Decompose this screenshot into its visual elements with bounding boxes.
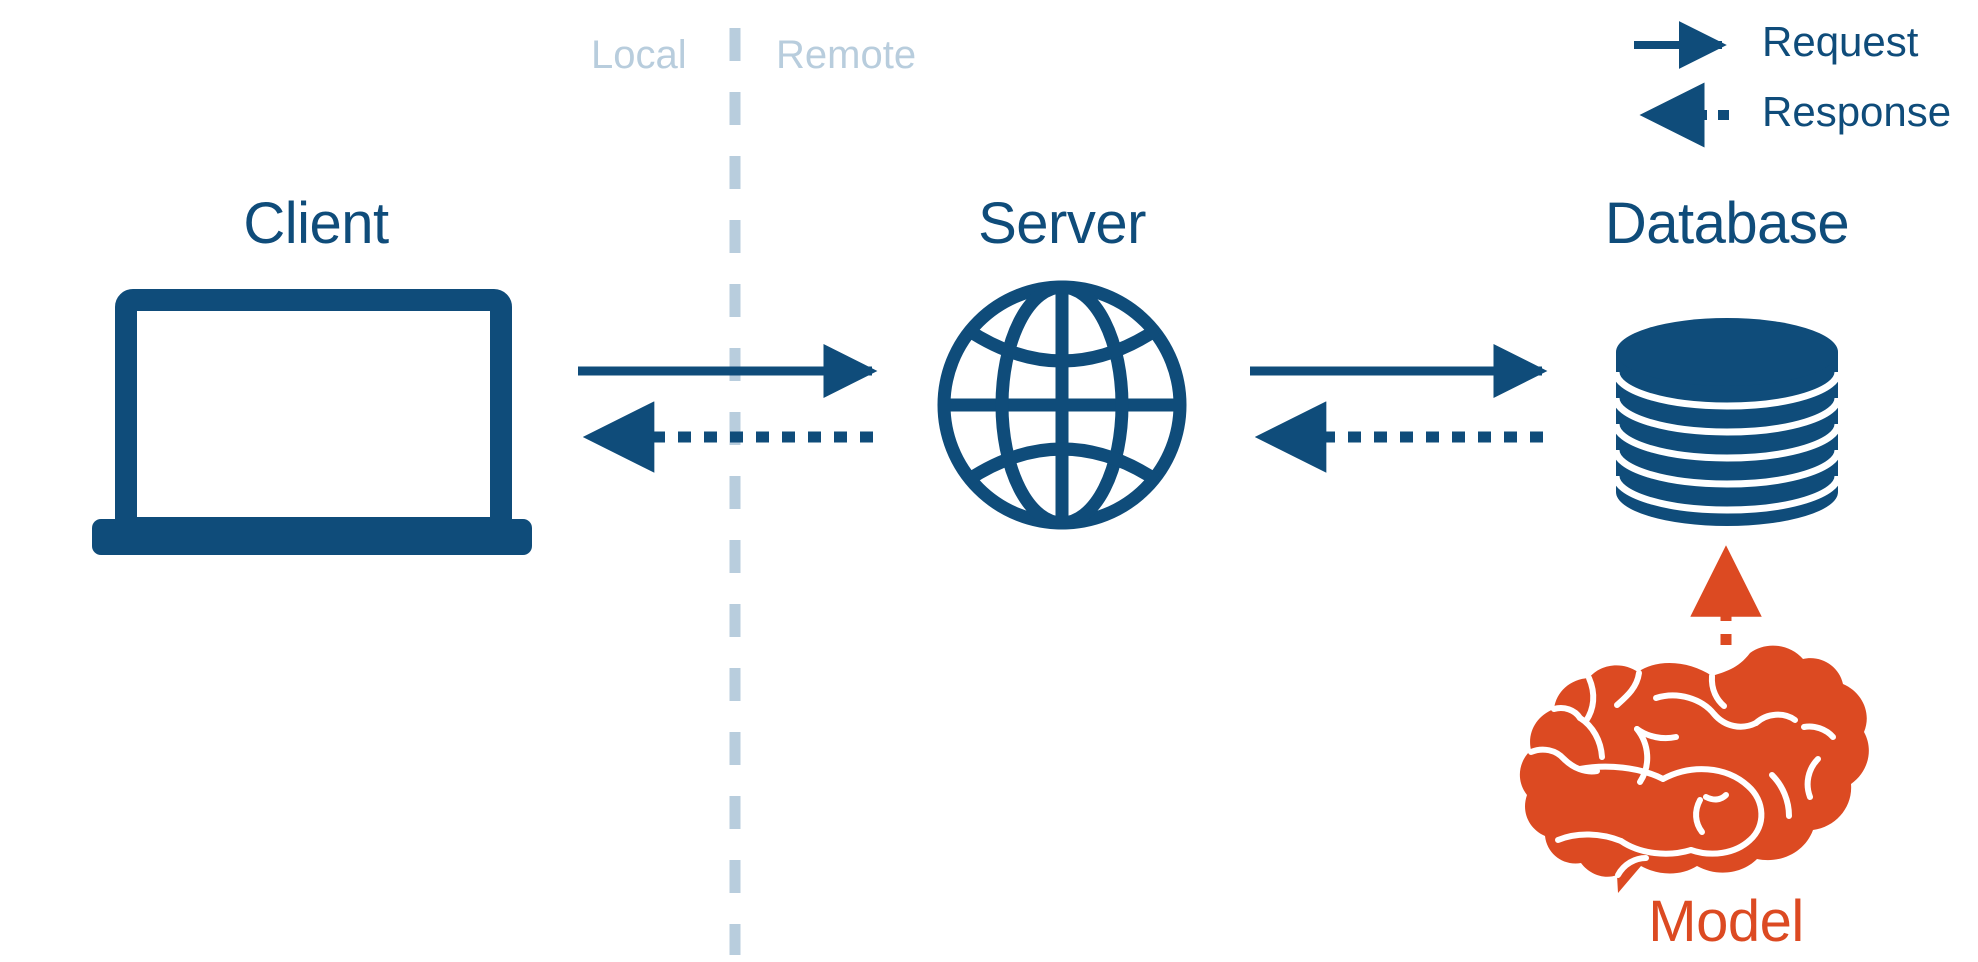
- node-title-model: Model: [1648, 889, 1804, 954]
- node-title-database: Database: [1604, 191, 1850, 256]
- legend-label-response: Response: [1762, 88, 1952, 135]
- globe-icon: [937, 280, 1187, 530]
- node-title-client: Client: [243, 191, 389, 256]
- node-title-server: Server: [978, 191, 1146, 256]
- database-icon: [1616, 318, 1838, 526]
- legend-label-request: Request: [1762, 18, 1919, 65]
- zone-label-remote: Remote: [776, 33, 917, 77]
- brain-icon: [1519, 645, 1869, 893]
- zone-label-local: Local: [591, 33, 687, 77]
- laptop-icon: [92, 289, 532, 555]
